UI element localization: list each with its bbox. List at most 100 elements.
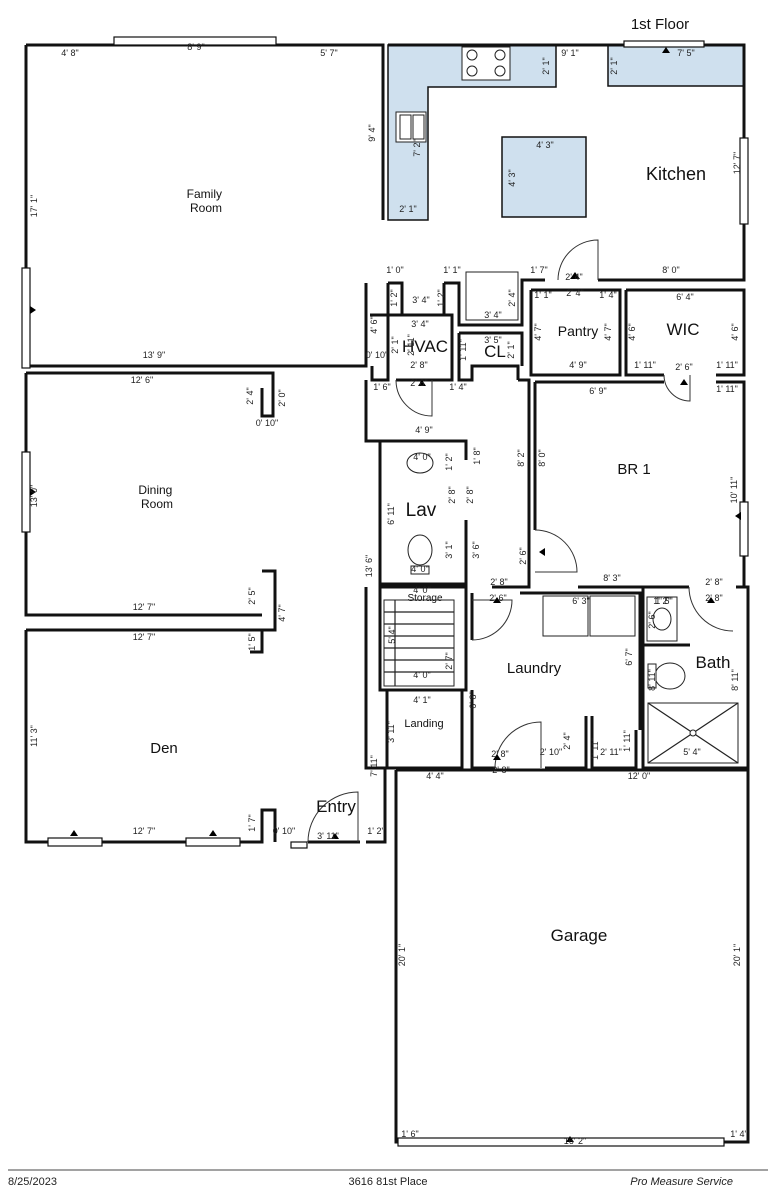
- fixtures: [383, 271, 739, 764]
- dimension-label: 1' 2": [444, 453, 454, 470]
- dimension-label: 6' 9": [589, 386, 606, 396]
- dimension-label: 4' 4": [426, 771, 443, 781]
- dimension-label: 5' 4": [683, 747, 700, 757]
- dimension-label: 12' 6": [131, 375, 153, 385]
- dimension-label: 0' 10": [366, 350, 388, 360]
- dimension-label: 11' 3": [29, 725, 39, 747]
- dimension-label: 2' 10": [540, 747, 562, 757]
- dimension-label: 6' 8": [468, 691, 478, 708]
- dimension-label: 1' 1": [443, 265, 460, 275]
- footer-address: 3616 81st Place: [349, 1176, 428, 1188]
- footer-company: Pro Measure Service: [630, 1176, 733, 1188]
- stairs: [383, 599, 455, 687]
- dimension-label: 12' 7": [133, 826, 155, 836]
- dimension-label: 9' 4": [367, 124, 377, 141]
- dimension-label: 1' 11": [716, 360, 738, 370]
- dimension-label: 8' 11": [647, 669, 657, 691]
- label-hvac: HVAC: [402, 337, 448, 356]
- dimension-label: 1' 4": [599, 290, 616, 300]
- dimension-label: 0' 10": [273, 826, 295, 836]
- dimension-label: 2' 8": [465, 486, 475, 503]
- dimension-label: 8' 0": [537, 449, 547, 466]
- kitchen-counters: [387, 44, 745, 221]
- dimension-label: 2' 7": [444, 652, 454, 669]
- dimension-label: 1' 4": [449, 382, 466, 392]
- dimension-label: 1' 2": [367, 826, 384, 836]
- footer: 8/25/2023 3616 81st Place Pro Measure Se…: [8, 1169, 768, 1188]
- footer-date: 8/25/2023: [8, 1176, 57, 1188]
- dimension-label: 7' 5": [677, 48, 694, 58]
- dimension-label: 4' 6": [730, 323, 740, 340]
- dimension-label: 6' 7": [624, 648, 634, 665]
- dimension-label: 10' 11": [729, 477, 739, 504]
- dimension-label: 2' 8": [490, 577, 507, 587]
- label-wic: WIC: [666, 320, 699, 339]
- dimension-label: 2' 8": [447, 486, 457, 503]
- washer-icon: [542, 595, 589, 637]
- dimension-label: 1' 5": [247, 633, 257, 650]
- dimension-label: 8' 11": [730, 669, 740, 691]
- dimension-label: 4' 0": [411, 564, 428, 574]
- dimension-label: 4' 3": [507, 169, 517, 186]
- dimension-label: 1' 0": [386, 265, 403, 275]
- lav-toilet-icon: [407, 534, 433, 566]
- dimension-label: 2' 4": [566, 288, 583, 298]
- dimension-label: 2' 6": [675, 362, 692, 372]
- dryer-icon: [589, 595, 636, 637]
- dimension-label: 2' 5": [247, 587, 257, 604]
- dimension-label: 3' 4": [412, 295, 429, 305]
- dimension-label: 2' 6": [489, 593, 506, 603]
- dimension-label: 4' 9": [569, 360, 586, 370]
- water-heater-icon: [465, 271, 519, 321]
- dimension-label: 12' 0": [628, 771, 650, 781]
- dimension-label: 2' 8": [491, 749, 508, 759]
- dimension-label: 1' 6": [373, 382, 390, 392]
- dimension-label: 3' 4": [411, 319, 428, 329]
- label-br1: BR 1: [617, 461, 650, 478]
- dimension-label: 13' 6": [364, 555, 374, 577]
- label-dining-room: Dining Room: [138, 483, 175, 511]
- dimension-label: 2' 6": [410, 378, 427, 388]
- dimension-label: 7' 11": [369, 755, 379, 777]
- label-garage: Garage: [551, 926, 608, 945]
- dimension-label: 12' 7": [732, 152, 742, 174]
- dimension-label: 4' 8": [61, 48, 78, 58]
- room-labels: Family Room Kitchen HVAC CL Pantry WIC D…: [138, 164, 730, 945]
- dimension-label: 2' 4": [562, 732, 572, 749]
- dimension-label: 4' 7": [277, 604, 287, 621]
- dimension-label: 1' 2": [389, 289, 399, 306]
- label-dining-room-l2: Room: [141, 497, 173, 511]
- dimension-label: 2' 1": [609, 57, 619, 74]
- dimension-label: 2' 8": [705, 593, 722, 603]
- lav-sink-icon: [406, 452, 434, 474]
- dimension-label: 20' 1": [732, 944, 742, 966]
- label-dining-room-l1: Dining: [138, 483, 172, 497]
- dimension-label: 1' 11": [590, 738, 600, 760]
- floor-title: 1st Floor: [631, 16, 689, 33]
- label-bath: Bath: [696, 653, 731, 672]
- dimension-label: 3' 11": [386, 721, 396, 743]
- dimension-label: 2' 4": [245, 387, 255, 404]
- dimension-label: 4' 6": [627, 323, 637, 340]
- kitchen-sink-icon: [395, 111, 427, 143]
- dimension-label: 7' 2": [412, 139, 422, 156]
- dimension-label: 20' 1": [397, 944, 407, 966]
- windows: [21, 36, 749, 1147]
- dimension-label: 6' 11": [386, 503, 396, 525]
- dimension-label: 4' 0": [413, 452, 430, 462]
- dimension-label: 4' 1": [413, 695, 430, 705]
- dimension-label: 2' 6": [518, 547, 528, 564]
- dimension-label: 5' 4": [387, 626, 397, 643]
- dimension-label: 12' 7": [133, 632, 155, 642]
- dimension-label: 4' 0": [413, 585, 430, 595]
- dimension-label: 0' 10": [256, 418, 278, 428]
- dimension-label: 4' 6": [369, 316, 379, 333]
- dimension-label: 4' 3": [536, 140, 553, 150]
- dimension-label: 2' 8": [705, 577, 722, 587]
- label-family-room-l2: Room: [190, 201, 222, 215]
- dimension-label: 1' 4": [730, 1129, 747, 1139]
- dimension-label: 3' 1": [444, 541, 454, 558]
- dimension-label: 2' 8": [410, 360, 427, 370]
